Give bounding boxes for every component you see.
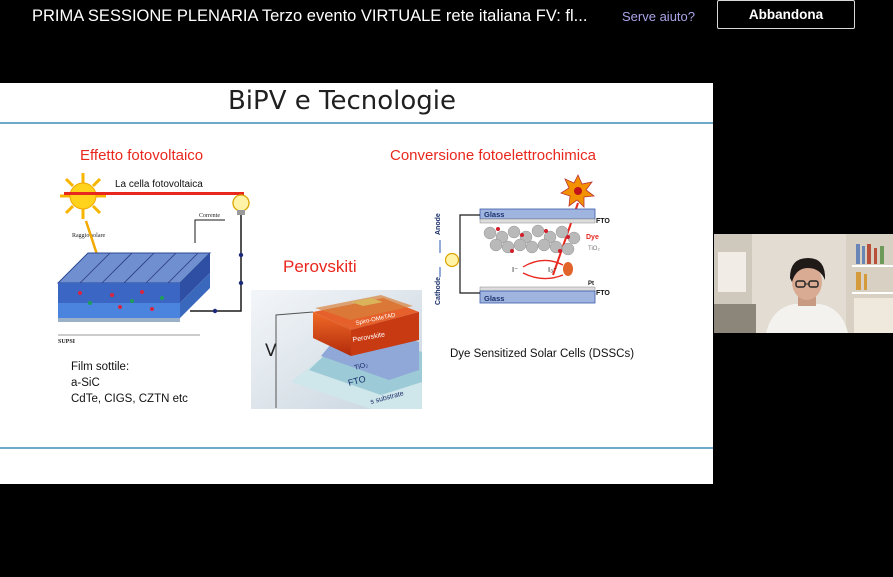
thin-film-note-asic: a-SiC <box>71 377 100 389</box>
supsi-label: SUPSI <box>58 339 76 345</box>
perovskite-cell-image: V Perovskite Spiro-OMeTAD TiO₂ FTO s sub… <box>251 290 422 409</box>
thin-film-notes: Film sottile: a-SiC CdTe, CIGS, CZTN etc <box>71 359 188 407</box>
photoelectrochemical-heading: Conversione fotoelettrochimica <box>390 147 596 164</box>
speaker-video-frame <box>714 234 893 333</box>
fto-layer-label: FTO <box>347 374 367 388</box>
slide-top-rule <box>0 122 713 124</box>
slide-title: BiPV e Tecnologie <box>227 86 457 116</box>
anode-label: Anode <box>435 213 442 235</box>
bottom-glass-label: Glass <box>484 294 504 303</box>
sun-icon <box>60 173 106 219</box>
speaker-video-thumbnail[interactable] <box>714 234 893 333</box>
dssc-caption: Dye Sensitized Solar Cells (DSSCs) <box>450 348 635 360</box>
thin-film-note-cdte: CdTe, CIGS, CZTN etc <box>71 393 188 405</box>
redox-particle <box>563 262 573 276</box>
dssc-diagram: Glass FTO Dye TiO₂ I⁻ I₃⁻ Pt FTO Glass <box>435 174 610 305</box>
platinum-label: Pt <box>588 281 594 287</box>
light-burst-icon <box>560 174 596 208</box>
voltage-symbol: V <box>265 341 277 361</box>
meeting-title: PRIMA SESSIONE PLENARIA Terzo evento VIR… <box>32 7 588 25</box>
dye-label: Dye <box>586 234 599 241</box>
light-bulb-icon <box>232 194 250 215</box>
tio2-label: TiO₂ <box>588 246 600 252</box>
light-bulb-icon <box>444 252 460 268</box>
current-label: Corrente <box>199 213 220 219</box>
perovskite-heading: Perovskiti <box>283 257 357 276</box>
pv-effect-heading: Effetto fotovoltaico <box>80 147 204 164</box>
bottom-fto-label: FTO <box>596 290 610 297</box>
pv-cell-diagram: La cella fotovoltaica Corrente Raggio so… <box>56 173 250 345</box>
pv-cell-caption: La cella fotovoltaica <box>115 179 203 190</box>
slide-bottom-rule <box>0 447 713 449</box>
tio2-layer-label: TiO₂ <box>354 362 369 372</box>
top-fto-label: FTO <box>596 218 610 225</box>
meeting-topbar: PRIMA SESSIONE PLENARIA Terzo evento VIR… <box>0 0 893 34</box>
thin-film-note-title: Film sottile: <box>71 361 130 373</box>
triiodide-label: I₃⁻ <box>548 265 557 274</box>
sun-ray-label: Raggio solare <box>72 233 105 239</box>
top-glass-label: Glass <box>484 210 504 219</box>
leave-meeting-button[interactable]: Abbandona <box>717 0 855 29</box>
shared-presentation-slide: BiPV e Tecnologie Effetto fotovoltaico L… <box>0 83 713 484</box>
help-link[interactable]: Serve aiuto? <box>622 9 695 24</box>
iodide-label: I⁻ <box>512 265 518 274</box>
cathode-label: Cathode <box>435 277 442 305</box>
